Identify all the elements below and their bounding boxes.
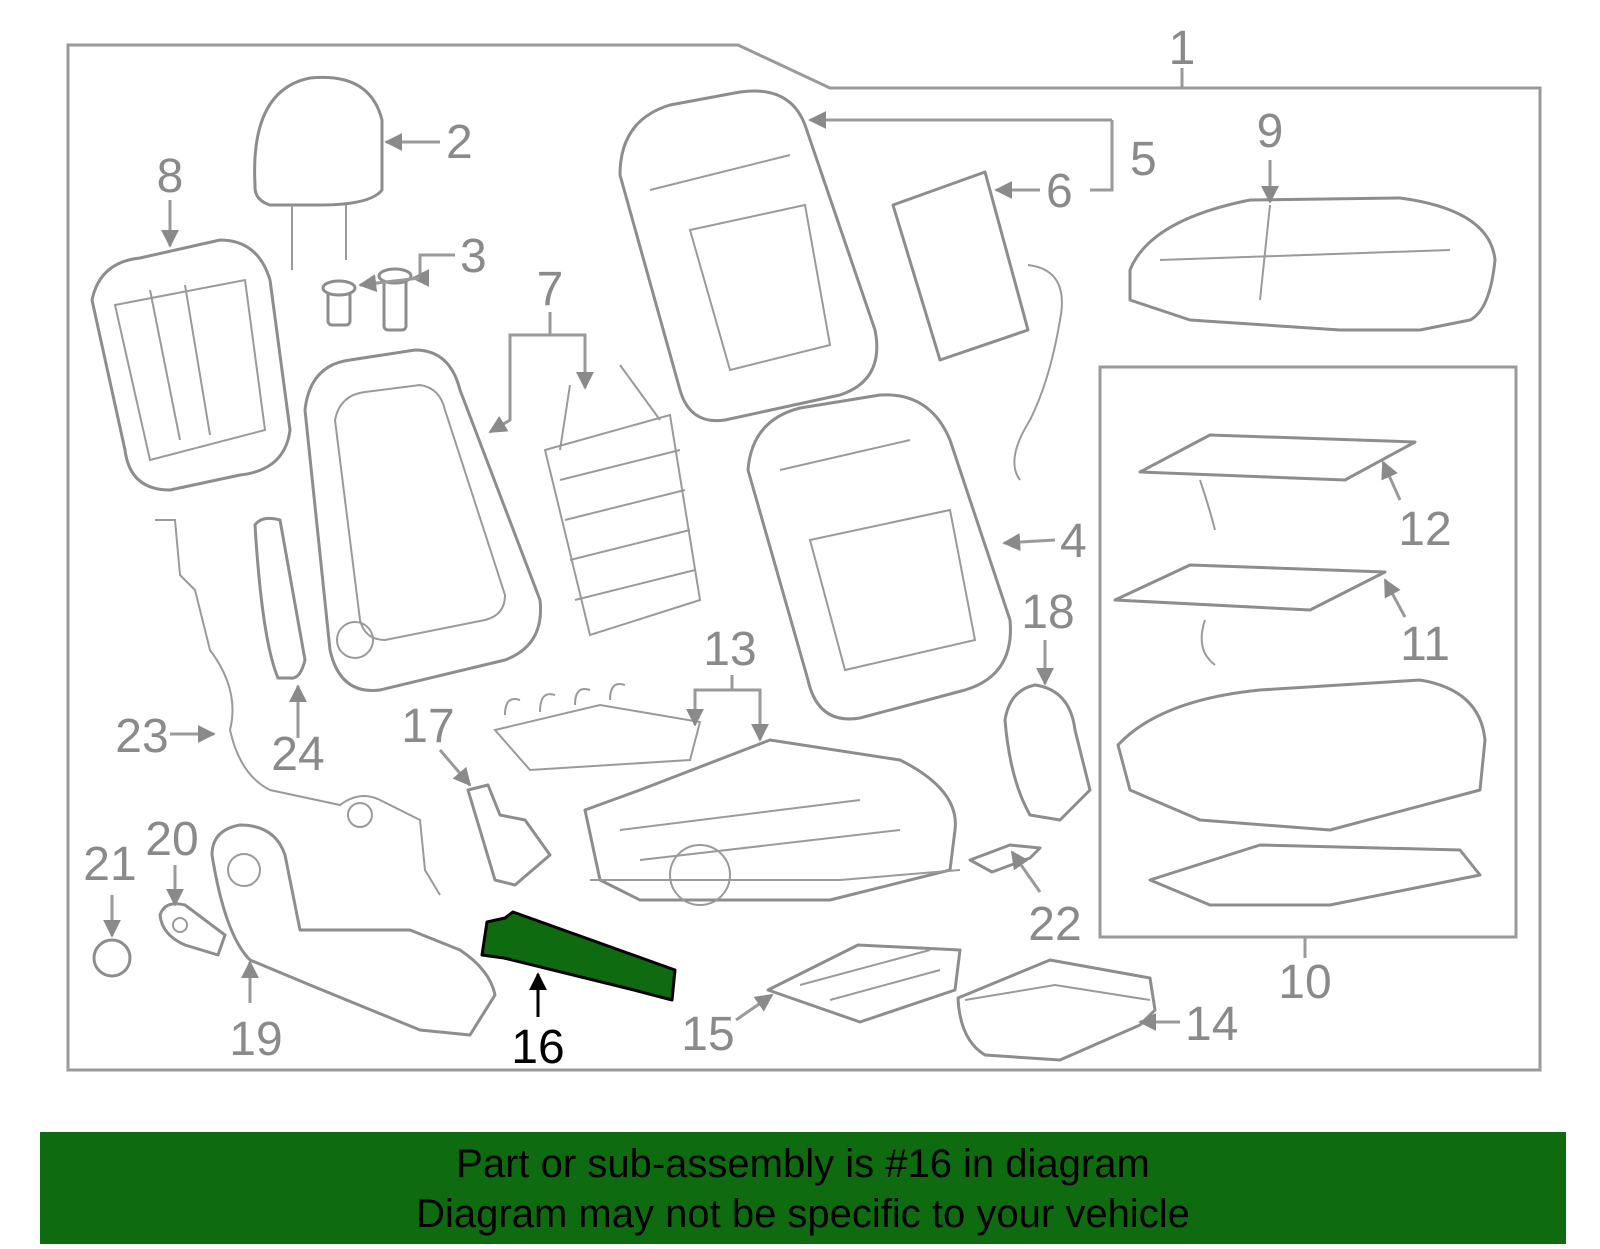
callout-2: 2 [446,116,473,169]
callout-14: 14 [1185,998,1238,1051]
seatback-pad-part[interactable] [746,393,1012,721]
callout-1: 1 [1169,22,1196,75]
seat-outer-shield-part[interactable] [210,823,497,1037]
seatback-frame-part[interactable] [303,348,702,692]
seat-sensor-mat-lower-part[interactable] [1113,563,1387,666]
seat-cushion-frame-part[interactable] [493,683,961,906]
callout-labels: 1 2 3 4 5 6 7 8 9 10 11 12 13 14 15 16 1… [83,22,1451,1074]
seat-side-panel-part[interactable] [1003,683,1092,822]
callout-8: 8 [157,150,184,203]
banner-line-part: Part or sub-assembly is #16 in diagram [456,1142,1150,1186]
seat-tray-part[interactable] [766,943,962,1024]
callout-18: 18 [1021,586,1074,639]
callout-10: 10 [1278,956,1331,1009]
seatback-panel-part[interactable] [90,238,292,492]
seat-wiring-harness-part[interactable] [155,519,441,896]
seatback-heater-pad-part[interactable] [891,170,1063,481]
knob-part[interactable] [92,938,132,978]
callout-6: 6 [1046,165,1073,218]
callout-15: 15 [681,1008,734,1061]
seat-parts-diagram: 1 2 3 4 5 6 7 8 9 10 11 12 13 14 15 16 1… [66,22,1542,1074]
banner-line-disclaimer: Diagram may not be specific to your vehi… [416,1192,1190,1236]
part-info-banner: Part or sub-assembly is #16 in diagram D… [40,1132,1566,1244]
callout-9: 9 [1257,105,1284,158]
callout-3: 3 [460,230,487,283]
clip-part[interactable] [968,843,1042,874]
seat-cushion-cover-part[interactable] [1128,196,1497,332]
callout-16: 16 [511,1021,564,1074]
callout-20: 20 [145,813,198,866]
recline-handle-part[interactable] [158,902,227,957]
seat-cushion-pad-part[interactable] [1116,678,1487,832]
callout-13: 13 [703,623,756,676]
seatback-cover-part[interactable] [618,89,879,423]
highlighted-part-16[interactable] [480,910,677,1002]
callout-4: 4 [1060,515,1087,568]
callout-5: 5 [1130,133,1157,186]
callout-7: 7 [537,263,564,316]
seat-sensor-mat-upper-part[interactable] [1138,433,1417,531]
headrest-part[interactable] [253,75,384,270]
callout-22: 22 [1028,898,1081,951]
recliner-bracket-part[interactable] [466,783,552,887]
cushion-subassembly-box [1098,365,1518,939]
callout-12: 12 [1398,503,1451,556]
seatback-side-trim-part[interactable] [253,516,307,680]
headrest-guide-part[interactable] [321,267,413,332]
callout-21: 21 [83,838,136,891]
assembly-border [66,43,1542,1072]
callout-24: 24 [271,728,324,781]
callout-19: 19 [229,1013,282,1066]
storage-drawer-part[interactable] [956,958,1157,1062]
callout-23: 23 [115,710,168,763]
callout-17: 17 [401,700,454,753]
callout-11: 11 [1400,618,1450,671]
seat-cushion-heater-part[interactable] [1148,843,1482,907]
leader-lines [103,68,1407,1031]
